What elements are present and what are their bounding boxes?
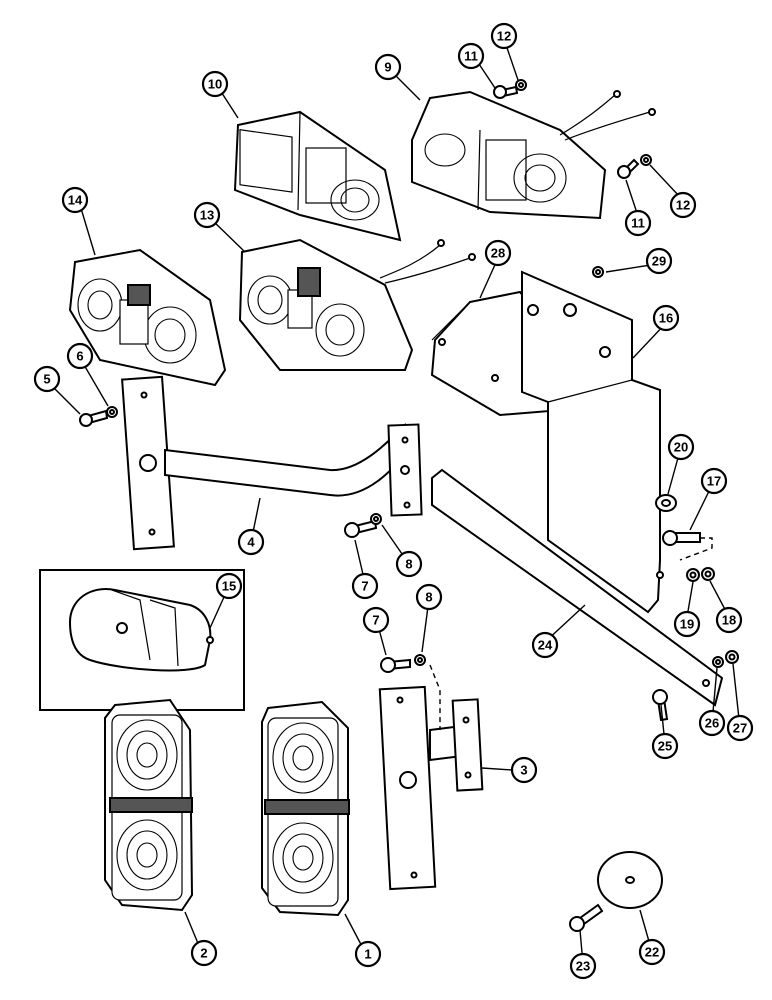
callout-7-lower-label: 7 xyxy=(372,613,379,628)
washer-8-lower xyxy=(414,654,426,666)
callout-9: 9 xyxy=(374,53,402,81)
callout-7-upper: 7 xyxy=(351,572,379,600)
nut-12-upper xyxy=(515,79,527,91)
callout-8-upper: 8 xyxy=(395,550,423,578)
callout-10: 10 xyxy=(201,70,229,98)
callout-19: 19 xyxy=(673,610,701,638)
bolt-5 xyxy=(79,409,109,427)
callout-11-upper-label: 11 xyxy=(464,49,478,64)
callout-10-label: 10 xyxy=(208,77,222,92)
bolt-7-lower xyxy=(380,657,411,673)
washer-8-upper xyxy=(370,513,382,525)
bar-24 xyxy=(431,468,724,707)
callout-22-label: 22 xyxy=(645,945,659,960)
callout-26: 26 xyxy=(698,709,726,737)
callout-17: 17 xyxy=(700,467,728,495)
callout-9-label: 9 xyxy=(384,60,391,75)
callout-8-upper-label: 8 xyxy=(405,557,412,572)
washer-6 xyxy=(106,406,118,418)
assembly-lines xyxy=(429,537,713,730)
callout-12-lower: 12 xyxy=(669,191,697,219)
rear-lamp-9 xyxy=(411,90,656,220)
callout-16-label: 16 xyxy=(659,311,673,326)
nut-12-lower xyxy=(640,154,652,166)
callout-18-label: 18 xyxy=(722,613,736,628)
bolt-11-lower xyxy=(617,158,640,179)
callout-13: 13 xyxy=(193,201,221,229)
callout-26-label: 26 xyxy=(705,716,719,731)
callout-22: 22 xyxy=(638,938,666,966)
nut-27 xyxy=(725,650,739,664)
callout-23-label: 23 xyxy=(576,959,590,974)
callout-29: 29 xyxy=(645,247,673,275)
callout-4: 4 xyxy=(237,528,265,556)
callout-25-label: 25 xyxy=(658,739,672,754)
callout-12-upper-label: 12 xyxy=(497,29,511,44)
washer-26 xyxy=(712,656,724,668)
callout-20: 20 xyxy=(667,433,695,461)
washer-19 xyxy=(686,568,700,582)
callout-19-label: 19 xyxy=(680,617,694,632)
bolt-7-upper xyxy=(344,519,378,538)
callout-7-upper-label: 7 xyxy=(361,579,368,594)
callout-16: 16 xyxy=(652,304,680,332)
marker-lamp-15 xyxy=(68,588,214,672)
screw-23 xyxy=(569,903,604,932)
callout-18: 18 xyxy=(715,606,743,634)
reflector-22 xyxy=(597,851,663,909)
callout-5-label: 5 xyxy=(43,372,50,387)
callout-8-lower-label: 8 xyxy=(425,590,432,605)
callout-13-label: 13 xyxy=(200,208,214,223)
callout-12-lower-label: 12 xyxy=(676,198,690,213)
bolt-11-upper xyxy=(493,85,519,99)
callout-24: 24 xyxy=(531,631,559,659)
callout-15-label: 15 xyxy=(222,579,236,594)
callout-27: 27 xyxy=(726,714,754,742)
callout-8-lower: 8 xyxy=(415,583,443,611)
callout-11-lower: 11 xyxy=(624,209,652,237)
callout-27-label: 27 xyxy=(733,721,747,736)
callout-2: 2 xyxy=(190,939,218,967)
rear-lamp-14 xyxy=(68,248,227,387)
callout-14-label: 14 xyxy=(68,193,83,208)
callout-11-upper: 11 xyxy=(457,42,485,70)
callout-3-label: 3 xyxy=(520,763,527,778)
bolt-17 xyxy=(662,530,701,546)
callout-7-lower: 7 xyxy=(362,606,390,634)
callout-12-upper: 12 xyxy=(490,22,518,50)
callout-6-label: 6 xyxy=(76,349,83,364)
callout-4-label: 4 xyxy=(247,535,255,550)
nut-18 xyxy=(701,567,715,581)
front-lamp-2 xyxy=(104,698,194,912)
callout-29-label: 29 xyxy=(652,254,666,269)
callout-5: 5 xyxy=(33,365,61,393)
front-lamp-1 xyxy=(261,700,350,917)
callout-14: 14 xyxy=(61,186,89,214)
rear-lamp-13 xyxy=(238,238,476,371)
rear-lamp-10 xyxy=(233,110,402,242)
callout-24-label: 24 xyxy=(538,638,553,653)
mounting-arm-4 xyxy=(121,375,423,551)
callout-28-label: 28 xyxy=(491,246,505,261)
callout-3: 3 xyxy=(510,756,538,784)
callout-20-label: 20 xyxy=(674,440,688,455)
bolt-25 xyxy=(652,689,669,722)
callout-1-label: 1 xyxy=(364,947,371,962)
callout-25: 25 xyxy=(651,732,679,760)
callout-11-lower-label: 11 xyxy=(631,216,645,231)
callout-23: 23 xyxy=(569,952,597,980)
callout-2-label: 2 xyxy=(200,946,207,961)
bracket-3 xyxy=(378,685,484,891)
grommet-20 xyxy=(655,494,677,512)
callout-1: 1 xyxy=(354,940,382,968)
callout-15: 15 xyxy=(215,572,243,600)
callout-28: 28 xyxy=(484,239,512,267)
bracket-16 xyxy=(521,270,664,614)
callout-6: 6 xyxy=(66,342,94,370)
nut-29 xyxy=(592,266,604,278)
callout-17-label: 17 xyxy=(707,474,721,489)
